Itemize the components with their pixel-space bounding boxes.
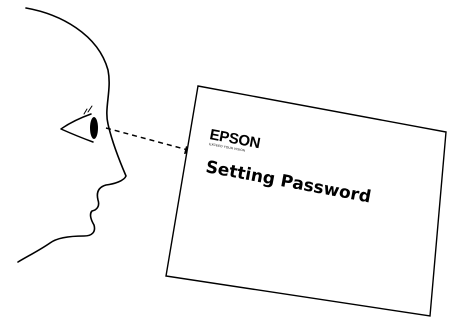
brand-tagline: EXCEED YOUR VISION <box>209 142 246 153</box>
dashed-arrow-icon <box>105 127 196 154</box>
document-card: EPSON EXCEED YOUR VISION Setting Passwor… <box>165 85 447 317</box>
face-profile-icon <box>17 7 127 263</box>
eye-icon <box>60 105 98 143</box>
